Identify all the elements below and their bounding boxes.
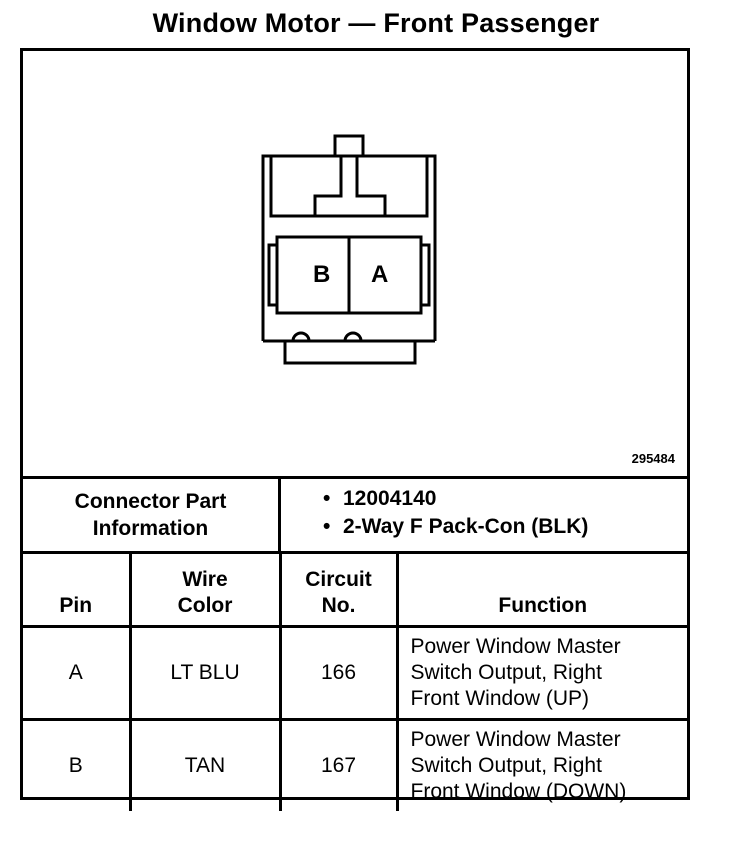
connector-description: 2-Way F Pack-Con (BLK) bbox=[343, 515, 589, 538]
connector-face-drawing bbox=[261, 134, 437, 365]
function-line: Front Window (DOWN) bbox=[410, 780, 627, 803]
function-line: Power Window Master bbox=[410, 635, 621, 658]
function-line: Switch Output, Right bbox=[410, 754, 602, 777]
circuit-cell: 167 bbox=[278, 718, 399, 811]
table-row: B TAN 167 Power Window Master Switch Out… bbox=[23, 718, 687, 811]
connector-sheet: B A 295484 Connector Part Information • 1… bbox=[20, 48, 690, 811]
function-line: Switch Output, Right bbox=[410, 661, 602, 684]
circuit-cell: 166 bbox=[278, 625, 399, 721]
connector-label-line2: Information bbox=[92, 517, 209, 540]
page-title: Window Motor — Front Passenger bbox=[152, 8, 600, 38]
pin-cell: A bbox=[23, 625, 132, 721]
header-circuit: Circuit No. bbox=[278, 551, 399, 628]
connector-part-number: 12004140 bbox=[343, 487, 437, 510]
connector-info-row: Connector Part Information • 12004140 • 2-… bbox=[23, 476, 687, 551]
pin-label-a: A bbox=[371, 261, 389, 288]
bullet-icon: • bbox=[323, 515, 331, 538]
header-pin: Pin bbox=[23, 551, 132, 628]
header-circuit-line1: Circuit bbox=[305, 568, 372, 591]
header-wire-color-line2: Color bbox=[177, 594, 233, 617]
connector-info-label: Connector Part Information bbox=[23, 479, 281, 551]
connector-part-number-item: • 12004140 bbox=[323, 485, 687, 513]
header-wire-color: Wire Color bbox=[128, 551, 282, 628]
function-line: Front Window (UP) bbox=[410, 687, 590, 710]
wire-color-cell: TAN bbox=[128, 718, 282, 811]
figure-code: 295484 bbox=[631, 451, 675, 466]
table-row: A LT BLU 166 Power Window Master Switch … bbox=[23, 625, 687, 721]
header-circuit-line2: No. bbox=[321, 594, 356, 617]
header-wire-color-line1: Wire bbox=[182, 568, 228, 591]
pin-cell: B bbox=[23, 718, 132, 811]
connector-info-list: • 12004140 • 2-Way F Pack-Con (BLK) bbox=[281, 479, 687, 551]
header-function: Function bbox=[395, 551, 687, 628]
pin-table: Pin Wire Color Circuit No. Function A LT… bbox=[23, 551, 687, 811]
function-line: Power Window Master bbox=[410, 728, 621, 751]
pin-label-b: B bbox=[313, 261, 331, 288]
function-cell: Power Window Master Switch Output, Right… bbox=[395, 625, 687, 721]
connector-label-line1: Connector Part bbox=[74, 490, 227, 513]
function-cell: Power Window Master Switch Output, Right… bbox=[395, 718, 687, 811]
bullet-icon: • bbox=[323, 487, 331, 510]
wire-color-cell: LT BLU bbox=[128, 625, 282, 721]
connector-diagram: B A 295484 bbox=[23, 51, 687, 476]
pin-table-header: Pin Wire Color Circuit No. Function bbox=[23, 551, 687, 628]
connector-description-item: • 2-Way F Pack-Con (BLK) bbox=[323, 513, 687, 541]
